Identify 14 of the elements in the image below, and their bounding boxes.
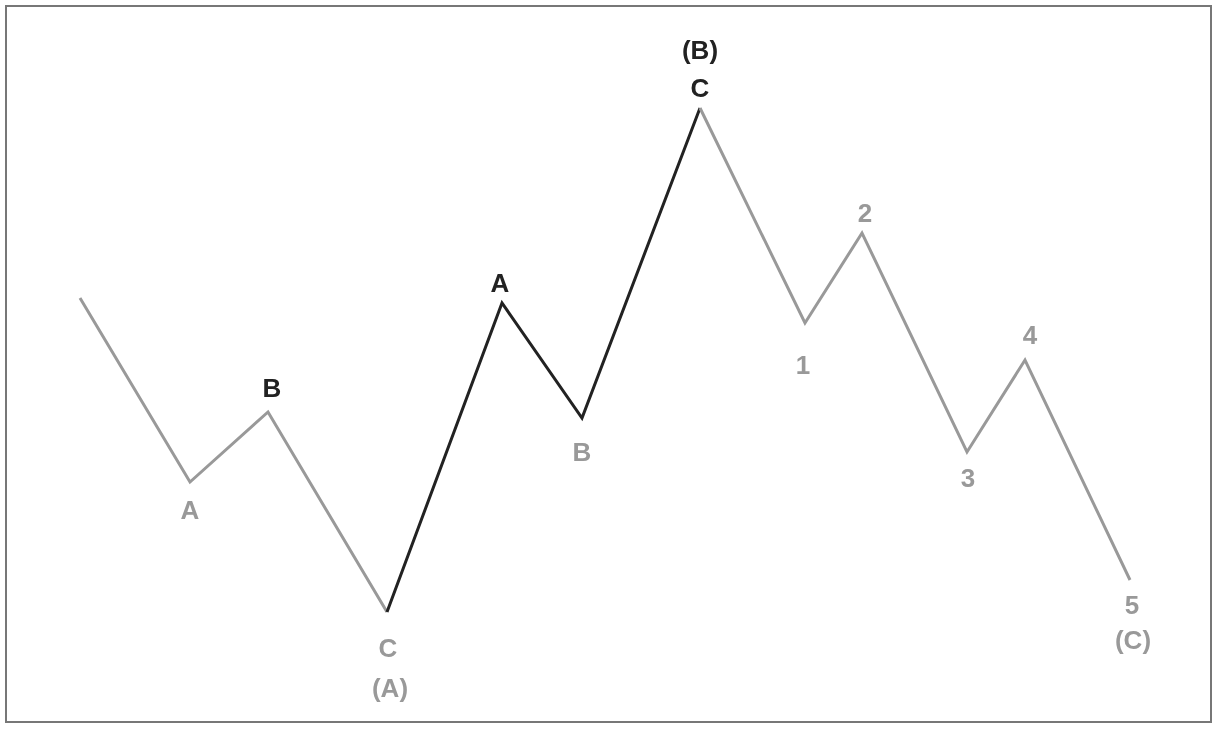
wave-label: A xyxy=(180,496,200,524)
wave-label: (C) xyxy=(1114,626,1152,654)
wave-label: 2 xyxy=(857,199,873,227)
wave-label: C xyxy=(378,634,398,662)
wave-label: (A) xyxy=(371,674,409,702)
wave-label: 4 xyxy=(1022,321,1038,349)
wave-label: 1 xyxy=(795,351,811,379)
wave-label: B xyxy=(262,374,282,402)
wave-label: C xyxy=(690,74,710,102)
wave-label: B xyxy=(572,438,592,466)
wave-label: 3 xyxy=(960,464,976,492)
wave-label: A xyxy=(490,269,510,297)
wave-label: (B) xyxy=(681,36,719,64)
wave-label: 5 xyxy=(1124,591,1140,619)
